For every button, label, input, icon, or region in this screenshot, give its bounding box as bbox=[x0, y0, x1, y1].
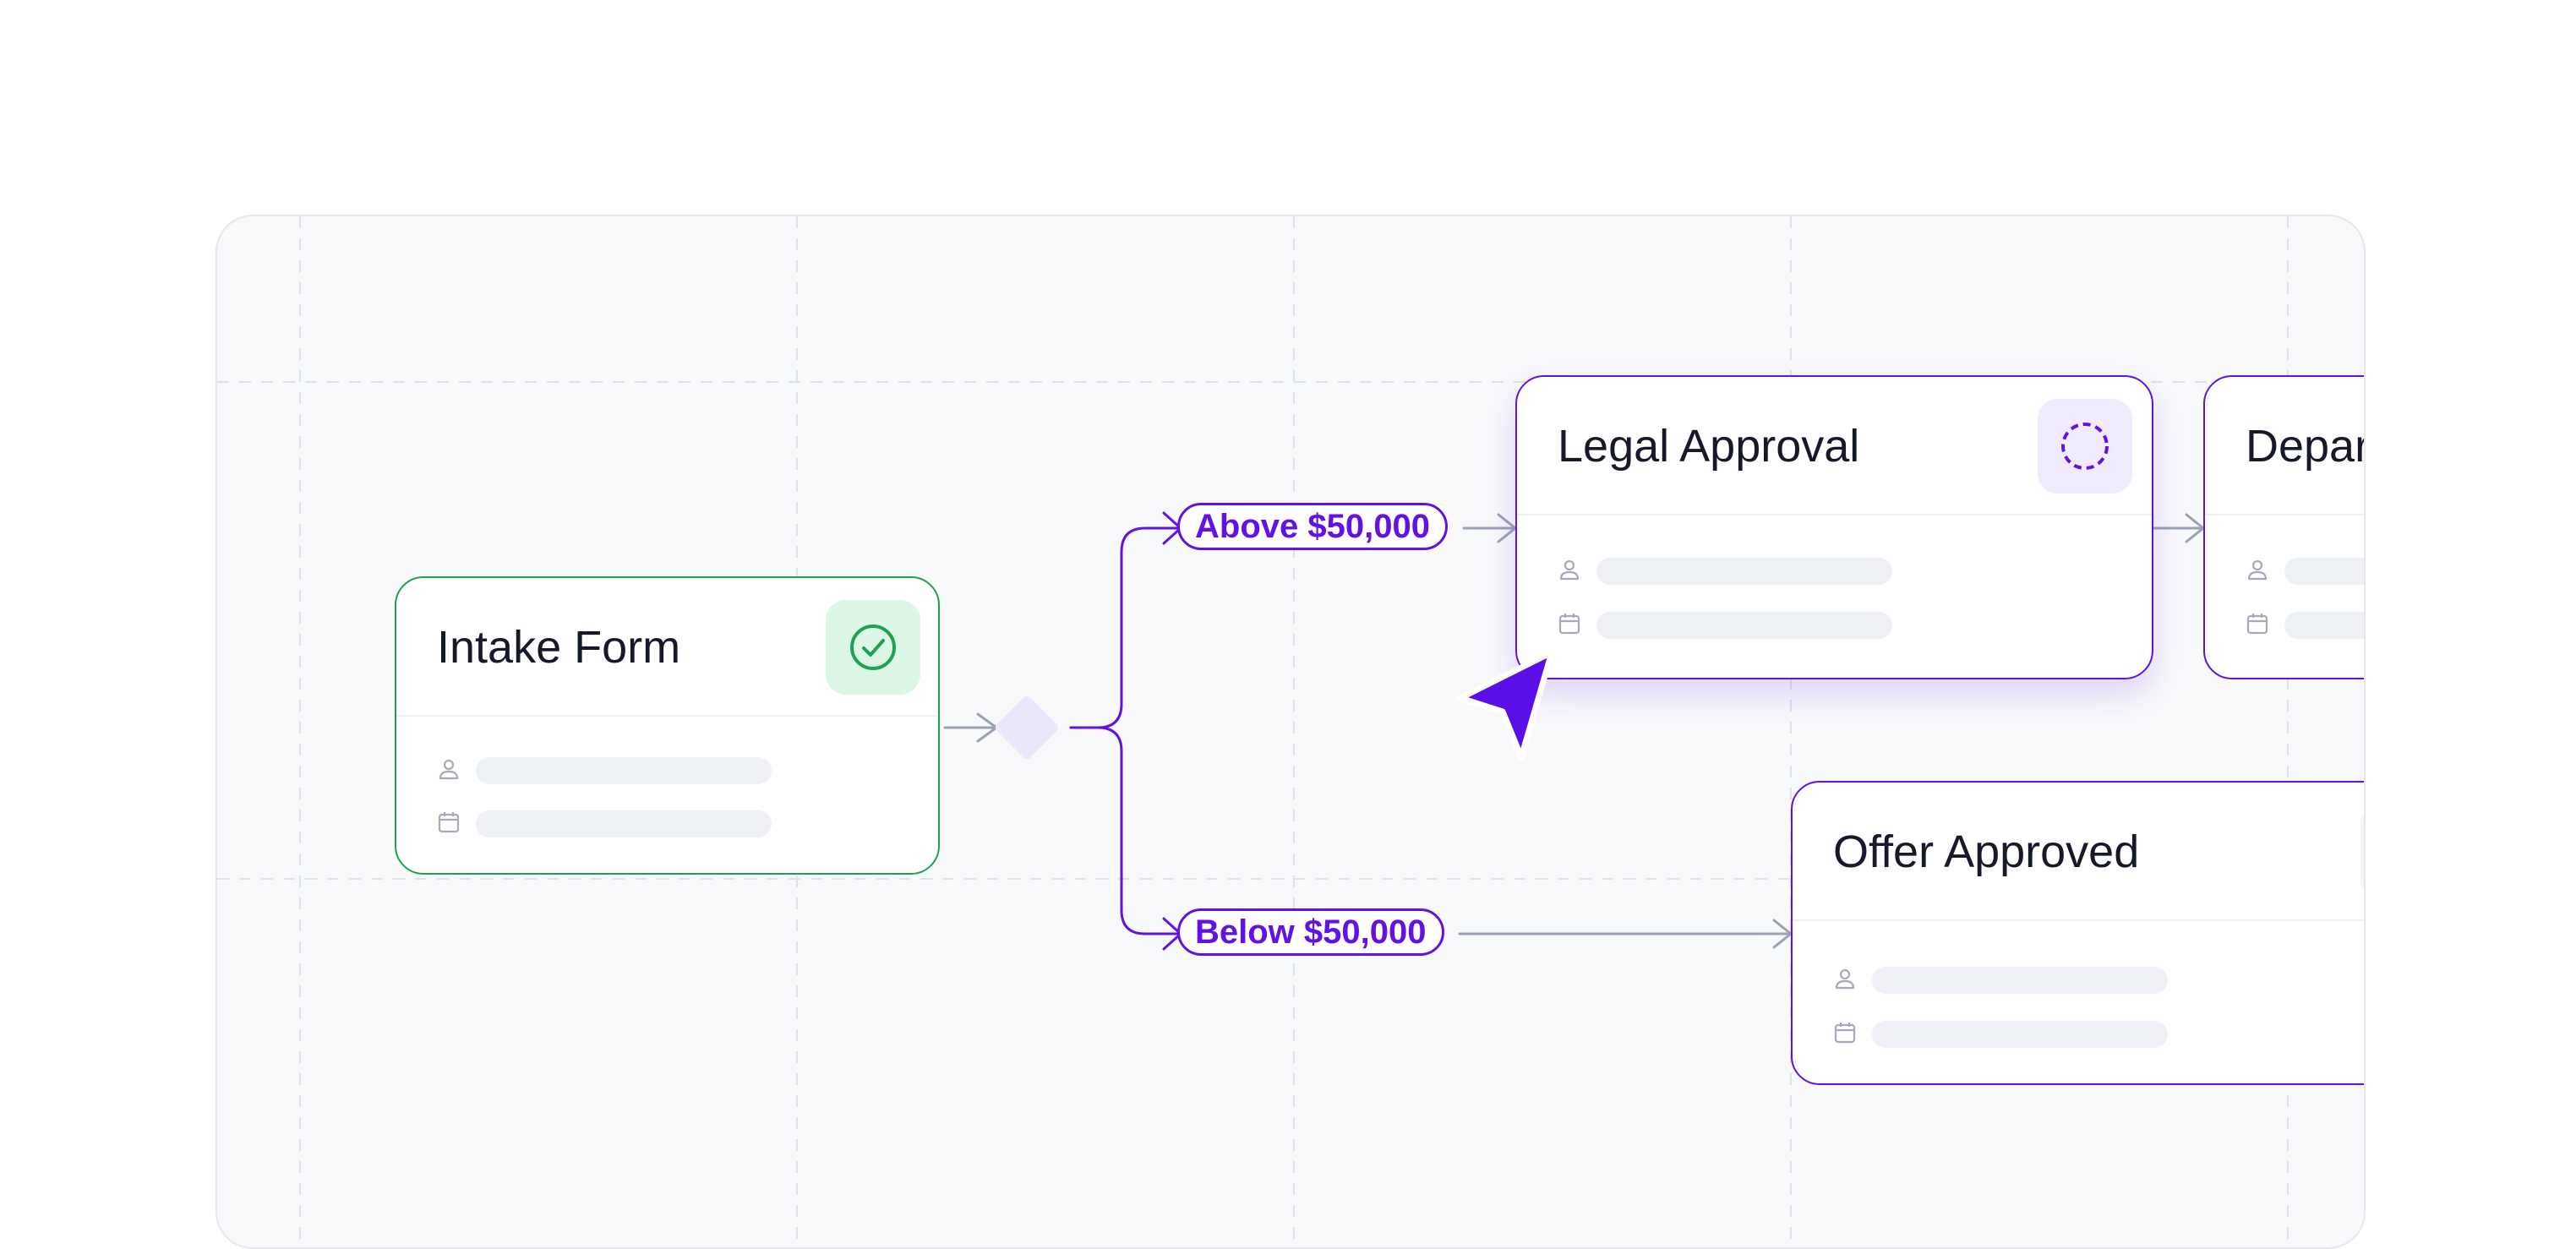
connector-branch-lower bbox=[1069, 726, 1182, 935]
node-title: Depar bbox=[2246, 421, 2366, 472]
date-placeholder bbox=[1596, 612, 1892, 639]
assignee-placeholder bbox=[1872, 967, 2168, 994]
node-title: Offer Approved bbox=[1833, 826, 2140, 877]
connector-branch-upper bbox=[1069, 526, 1182, 729]
calendar-icon bbox=[1558, 614, 1580, 635]
check-circle-icon bbox=[850, 624, 896, 670]
node-header: Depar bbox=[2205, 377, 2366, 515]
person-icon bbox=[2247, 559, 2268, 581]
date-placeholder bbox=[2284, 612, 2364, 639]
node-header: Legal Approval bbox=[1517, 377, 2152, 515]
assignee-placeholder bbox=[2284, 558, 2364, 585]
node-title: Intake Form bbox=[437, 622, 681, 673]
date-placeholder bbox=[476, 810, 772, 837]
node-offer-approved[interactable]: Offer Approved bbox=[1791, 781, 2364, 1085]
node-title: Legal Approval bbox=[1558, 421, 1860, 472]
calendar-icon bbox=[2246, 614, 2268, 635]
node-header: Offer Approved bbox=[1793, 783, 2364, 921]
node-department[interactable]: Depar bbox=[2203, 375, 2366, 679]
person-icon bbox=[439, 759, 459, 780]
branch-label-below[interactable]: Below $50,000 bbox=[1177, 908, 1444, 956]
node-legal-approval[interactable]: Legal Approval bbox=[1515, 375, 2153, 679]
person-icon bbox=[1835, 968, 1855, 990]
dashed-circle-icon bbox=[2061, 423, 2109, 470]
calendar-icon bbox=[1834, 1023, 1856, 1044]
node-intake-form[interactable]: Intake Form bbox=[395, 576, 940, 875]
calendar-icon bbox=[438, 812, 460, 833]
date-placeholder bbox=[1872, 1021, 2168, 1048]
cursor-arrow-icon bbox=[1457, 649, 1555, 761]
status-badge bbox=[2038, 399, 2132, 494]
workflow-canvas[interactable]: Above $50,000 Below $50,000 Intake Form bbox=[216, 215, 2366, 1249]
status-badge bbox=[826, 600, 920, 695]
node-header: Intake Form bbox=[396, 578, 938, 717]
assignee-placeholder bbox=[476, 757, 772, 784]
assignee-placeholder bbox=[1596, 558, 1892, 585]
branch-label-above[interactable]: Above $50,000 bbox=[1177, 503, 1448, 550]
status-badge bbox=[2360, 804, 2364, 899]
person-icon bbox=[1559, 559, 1580, 581]
